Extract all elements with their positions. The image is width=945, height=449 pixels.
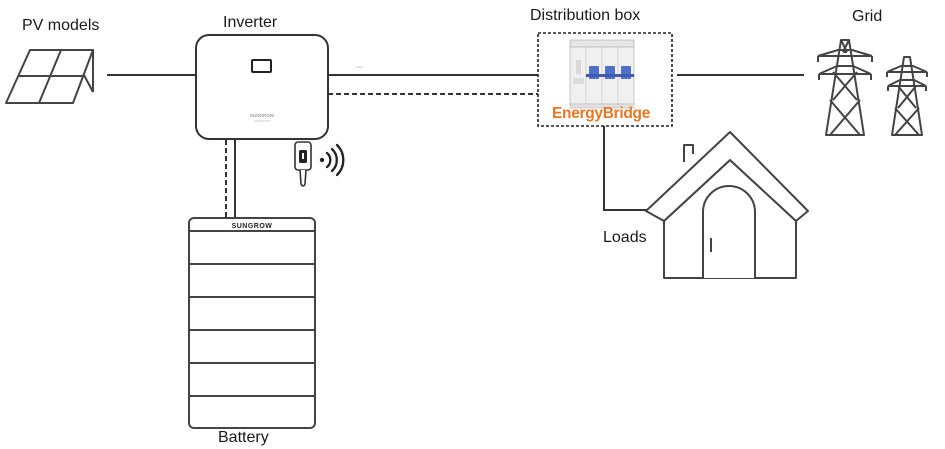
grid-label: Grid (852, 8, 883, 25)
house-icon (645, 131, 809, 279)
pv-panel-icon (5, 49, 94, 104)
battery-label: Battery (218, 429, 269, 446)
connections (107, 74, 804, 218)
pv-models-label: PV models (22, 17, 100, 34)
distribution-box-icon (537, 32, 673, 127)
energybridge-logo: EnergyBridge (552, 105, 651, 122)
svg-text:≈≈≈: ≈≈≈ (356, 64, 363, 69)
inverter-label: Inverter (223, 14, 278, 31)
distribution-box-label: Distribution box (530, 7, 641, 24)
loads-label: Loads (603, 229, 647, 246)
battery-icon (188, 217, 316, 429)
wifi-dongle-icon (294, 141, 312, 187)
inverter-brand-text: SUNGROW (250, 113, 275, 118)
grid-tower-icon (817, 39, 928, 136)
distribution-loads-line (603, 123, 653, 211)
inverter-icon: SUNGROW ≈≈≈ (195, 34, 363, 140)
wifi-signal-icon (319, 143, 345, 177)
battery-brand-text: SUNGROW (232, 223, 273, 230)
